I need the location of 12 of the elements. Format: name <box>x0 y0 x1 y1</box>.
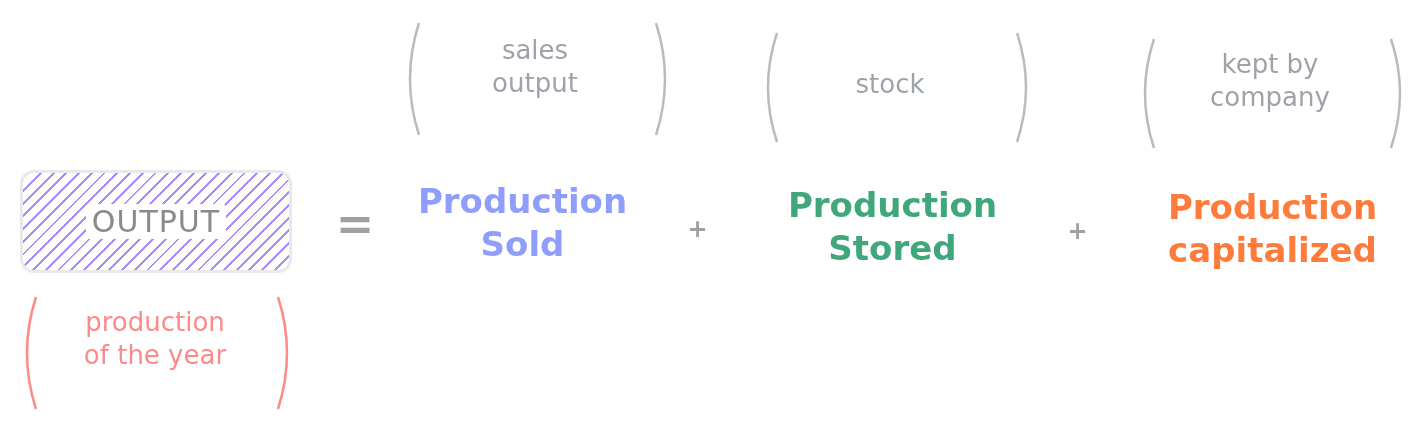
note-text: kept by company <box>1209 48 1331 113</box>
note-text: sales output <box>491 34 579 99</box>
plus-sign: + <box>1066 216 1089 246</box>
box-label: OUTPUT <box>85 204 227 239</box>
term-text: Production Sold <box>416 180 629 265</box>
term-text: Production Stored <box>786 184 999 269</box>
hatched-box <box>20 170 292 273</box>
term-text: Production capitalized <box>1166 186 1379 271</box>
equals-sign: = <box>334 196 376 253</box>
plus-sign: + <box>686 214 709 244</box>
note-text: stock <box>854 68 926 101</box>
note-text: production of the year <box>82 306 228 371</box>
